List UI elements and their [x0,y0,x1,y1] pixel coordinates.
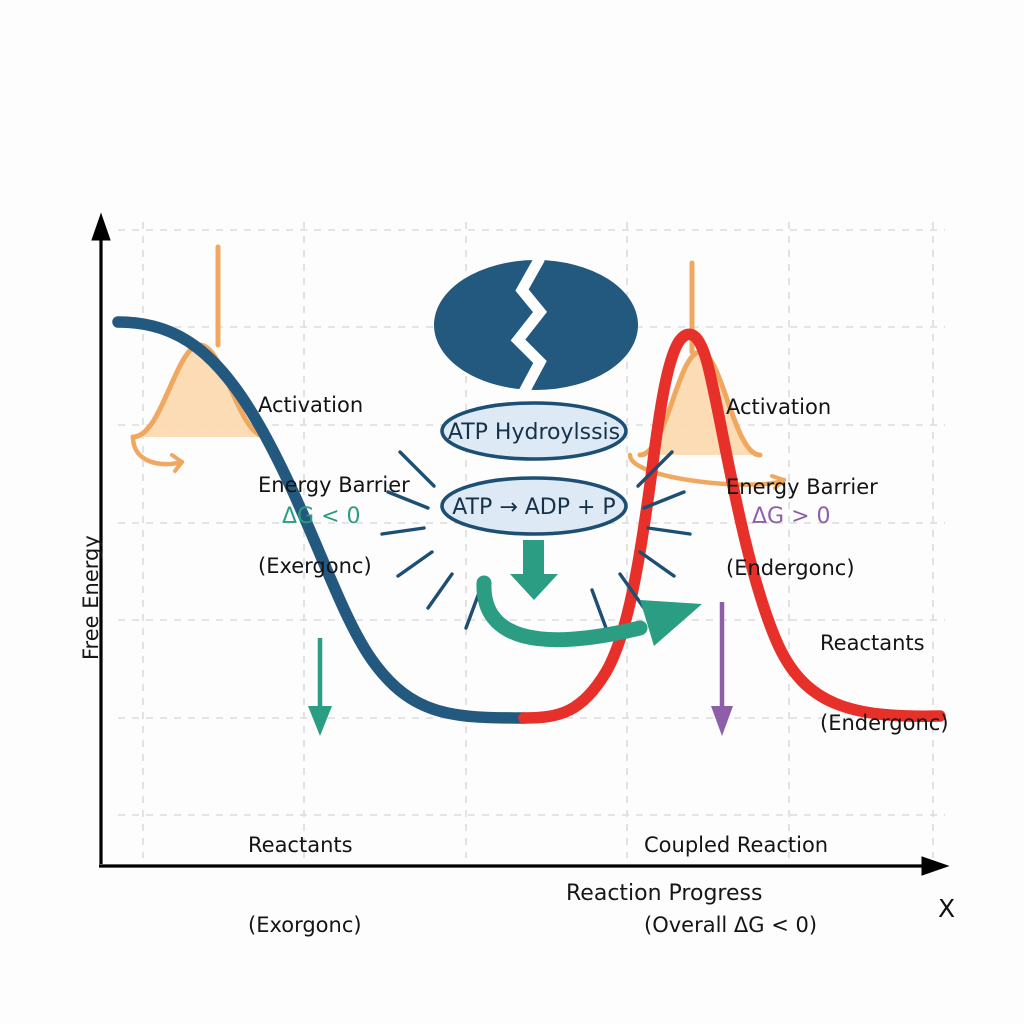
reactants-endergonic-line2: (Endergonc) [820,711,949,736]
atp-hydrolysis-label: ATP Hydroylssis [447,419,621,445]
atp-hydrolysis-ellipse [440,401,628,461]
exergonic-curve [112,316,530,724]
coupled-reaction-label: Coupled Reaction (Overall ΔG < 0) [644,778,828,993]
reactants-endergonic-label: Reactants (Endergonc) [820,576,949,791]
coupling-energy-arrow [476,575,702,648]
activation-left-line1: Activation [258,392,364,417]
barrier-hook-left [130,434,185,467]
delta-g-positive-arrow [711,602,733,736]
x-axis-arrowhead [921,856,950,876]
activation-energy-right-label: Activation Energy Barrier (Endergonc) [726,340,878,636]
delta-g-positive-label: ΔG > 0 [752,504,831,529]
barrier-hook-right-head [770,474,786,490]
atp-reaction-text-wrap: ATP → ADP + P [442,492,626,522]
axis-lines [91,212,950,876]
barrier-hook-right [627,452,787,487]
y-axis-label: Free Energy [79,535,103,660]
endergonic-curve [518,328,946,724]
energy-release-arrow [510,540,558,600]
activation-right-line3: (Endergonc) [726,556,855,580]
reactants-exergonic-line1: Reactants [248,832,353,857]
delta-g-negative-label: ΔG < 0 [282,504,361,529]
atp-reaction-ellipse [440,476,628,536]
molecule-crack [510,255,548,395]
reactants-endergonic-line1: Reactants [820,630,925,655]
reactants-exergonic-label: Reactants (Exorgonc) [248,778,362,993]
delta-g-negative-arrow [308,638,332,736]
x-axis-tick-label: X [938,894,956,923]
broken-atp-molecule [434,255,638,395]
reactants-exergonic-line2: (Exorgonc) [248,913,362,938]
atp-hydrolysis-text-wrap: ATP Hydroylssis [442,417,626,447]
y-axis-arrowhead [91,212,111,241]
energy-burst-rays [380,450,692,630]
grid-lines [118,222,945,858]
coupled-reaction-line2: (Overall ΔG < 0) [644,913,818,938]
barrier-hook-arrows [130,434,787,490]
activation-energy-left-label: Activation Energy Barrier (Exergonc) [258,338,410,634]
activation-right-line2: Energy Barrier [726,475,878,500]
barrier-curve-left [130,342,270,440]
atp-reaction-label: ATP → ADP + P [452,494,616,520]
activation-right-line1: Activation [726,394,832,419]
x-axis-label: Reaction Progress [566,881,763,906]
barrier-hook-left-head [170,453,184,473]
coupled-reaction-line1: Coupled Reaction [644,832,829,857]
activation-left-line2: Energy Barrier [258,473,410,498]
activation-left-line3: (Exergonc) [258,554,372,578]
